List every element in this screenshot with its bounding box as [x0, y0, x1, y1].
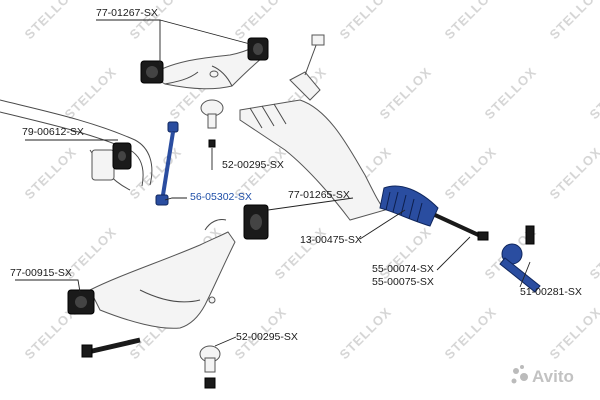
stabilizer-bushing	[91, 142, 132, 181]
label-tie-rod-end: 51-00281-SX	[520, 286, 582, 298]
lower-bolt	[81, 337, 141, 358]
inner-tie-rod	[434, 213, 489, 241]
watermark-text: STELLOX	[62, 64, 120, 122]
lower-ball-joint	[199, 345, 221, 389]
watermark-text: STELLOX	[337, 304, 395, 362]
label-lower-bushing-front: 77-00915-SX	[10, 267, 72, 279]
watermark-text: STELLOX	[272, 224, 330, 282]
callout-labels: 77-01267-SX 79-00612-SX 52-00295-SX 56-0…	[10, 7, 582, 343]
lower-bushing-rear	[243, 204, 269, 240]
label-upper-balljoint: 52-00295-SX	[222, 159, 284, 171]
watermark-text: STELLOX	[337, 0, 395, 42]
watermark-text: STELLOX	[22, 0, 80, 42]
watermark-text: STELLOX	[547, 144, 600, 202]
upper-arm-bushing-left	[140, 60, 164, 84]
label-rack-boot: 13-00475-SX	[300, 234, 362, 246]
upper-arm-bushing-right	[247, 37, 269, 61]
label-tie-rod-1: 55-00074-SX	[372, 263, 434, 275]
label-upper-arm: 77-01267-SX	[96, 7, 158, 19]
watermark-text: STELLOX	[377, 64, 435, 122]
watermark-text: STELLOX	[587, 64, 600, 122]
label-stab-link: 56-05302-SX	[190, 191, 252, 203]
watermark-text: STELLOX	[482, 64, 540, 122]
avito-text: Avito	[532, 367, 574, 386]
label-tie-rod-2: 55-00075-SX	[372, 276, 434, 288]
watermark-text: STELLOX	[442, 0, 500, 42]
lower-bushing-front	[67, 289, 95, 315]
watermark-text: STELLOX	[547, 304, 600, 362]
watermark-text: STELLOX	[547, 0, 600, 42]
label-stab-bushing: 79-00612-SX	[22, 126, 84, 138]
watermark-text: STELLOX	[22, 144, 80, 202]
avito-brand: Avito	[511, 365, 574, 386]
watermark-text: STELLOX	[442, 304, 500, 362]
watermark-text: STELLOX	[127, 144, 185, 202]
lower-control-arm	[89, 219, 236, 329]
label-lower-bushing-rear: 77-01265-SX	[288, 189, 350, 201]
tie-rod-end	[499, 225, 541, 293]
watermark-text: STELLOX	[232, 0, 290, 42]
stabilizer-link	[155, 121, 179, 206]
label-lower-balljoint: 52-00295-SX	[236, 331, 298, 343]
upper-ball-joint	[200, 99, 224, 148]
steering-rack-boot	[379, 185, 439, 227]
leader-lines	[15, 19, 531, 347]
upper-control-arm	[149, 45, 263, 90]
watermark-text: STELLOX	[587, 224, 600, 282]
watermark-text: STELLOX	[442, 144, 500, 202]
